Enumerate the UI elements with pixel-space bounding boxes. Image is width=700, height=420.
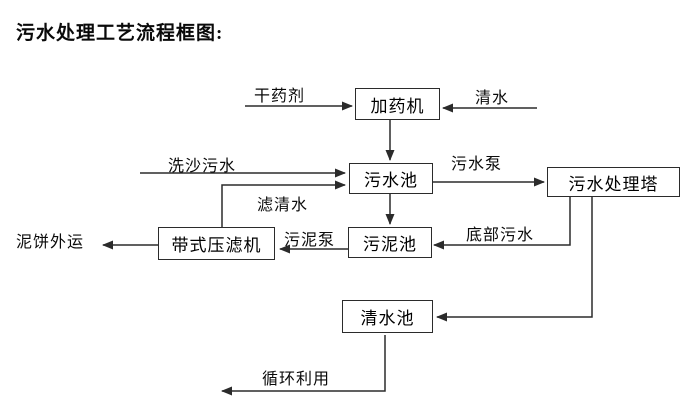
- node-sludge-pool-label: 污泥池: [363, 235, 417, 254]
- edge-filtered-water-to-sewage-pool: [221, 180, 346, 227]
- edge-label-dry-agent: 干药剂: [254, 88, 306, 105]
- node-sludge-pool: 污泥池: [348, 227, 432, 258]
- node-belt-filter-press-label: 带式压滤机: [171, 236, 262, 255]
- edge-label-sand-washing-sewage: 洗沙污水: [168, 158, 237, 175]
- node-sewage-treatment-tower: 污水处理塔: [547, 167, 680, 197]
- edge-label-bottom-sewage: 底部污水: [466, 227, 535, 244]
- diagram-title: 污水处理工艺流程框图:: [16, 23, 224, 44]
- node-clean-water-pool-label: 清水池: [360, 309, 415, 328]
- node-dosing-machine-label: 加药机: [370, 96, 425, 116]
- edge-label-filtered-water: 滤清水: [257, 197, 309, 214]
- node-dosing-machine: 加药机: [355, 88, 440, 120]
- edge-clean-water-pool-to-recycling: [221, 335, 386, 396]
- edge-tower-to-clean-water-pool: [436, 197, 593, 322]
- edge-label-recycling: 循环利用: [262, 371, 331, 388]
- edge-label-mud-cake-outbound: 泥饼外运: [16, 234, 85, 251]
- edge-bottom-sewage-to-sludge-pool: [433, 197, 571, 250]
- node-clean-water-pool: 清水池: [342, 300, 433, 333]
- edge-label-clean-water: 清水: [475, 90, 510, 107]
- node-belt-filter-press: 带式压滤机: [158, 227, 275, 260]
- node-sewage-treatment-tower-label: 污水处理塔: [568, 174, 659, 194]
- node-sewage-pool-label: 污水池: [364, 171, 418, 190]
- edge-label-sludge-pump: 污泥泵: [284, 232, 336, 249]
- edge-label-sewage-pump: 污水泵: [451, 156, 503, 173]
- node-sewage-pool: 污水池: [349, 163, 433, 194]
